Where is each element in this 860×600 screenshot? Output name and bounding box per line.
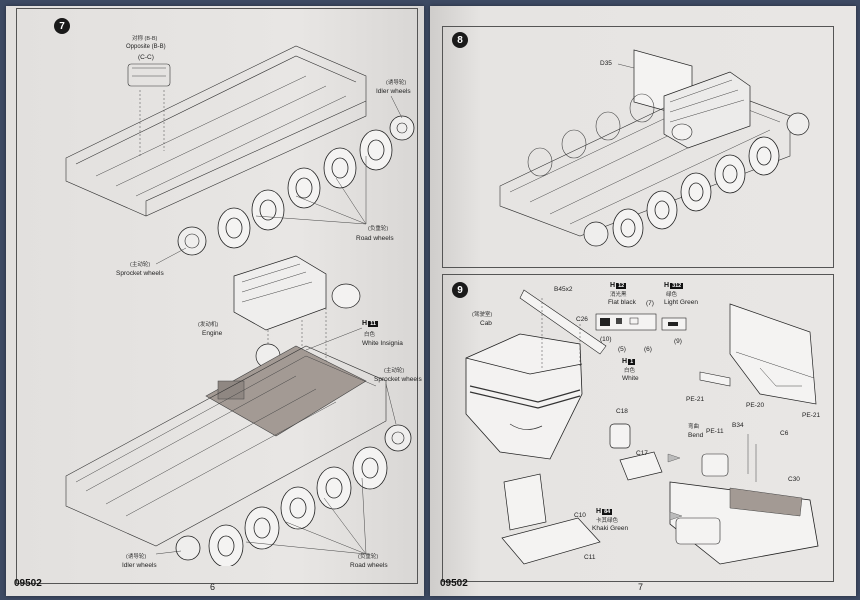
idler-label-cn: (诱导轮) [386, 80, 407, 86]
khaki-green-en: Khaki Green [592, 525, 629, 532]
light-green-en: Light Green [664, 299, 698, 306]
paint-code: H [596, 508, 602, 515]
white-cn: 白色 [624, 368, 636, 374]
b34-label: B34 [732, 422, 744, 429]
idler2-label-en: Idler wheels [122, 562, 157, 569]
c11-label: C11 [584, 554, 596, 561]
paint-number: 312 [670, 282, 684, 289]
pe21-right-label: PE-21 [802, 412, 821, 419]
cab-label-en: Cab [480, 320, 492, 327]
c17-label: C17 [636, 450, 648, 457]
paint-callout-flat-black: H 12 [610, 282, 627, 289]
step-9-frame [442, 274, 834, 582]
step-8-frame [442, 26, 834, 268]
road-wheels-label-en: Road wheels [356, 235, 394, 242]
paint-number: 12 [616, 282, 627, 289]
road-wheels-label-cn: (负重轮) [368, 226, 389, 232]
step8-drawing [499, 49, 810, 248]
b45-label: B45x2 [554, 286, 573, 293]
white-insignia-cn: 白色 [364, 332, 376, 338]
part-d35-label: D35 [600, 60, 612, 67]
sprocket2-label-cn: (主动轮) [384, 368, 405, 374]
paint-callout-white: H 1 [622, 358, 636, 365]
cab-label-cn: (驾驶室) [472, 312, 493, 318]
paint-code: H [362, 320, 368, 327]
white-insignia-en: White Insignia [362, 340, 403, 347]
c30-label: C30 [788, 476, 800, 483]
khaki-green-cn: 卡其绿色 [596, 518, 619, 524]
paint-number: 84 [602, 508, 613, 515]
c18-label: C18 [616, 408, 628, 415]
opposite-label-cc: (C-C) [138, 54, 154, 61]
bend-label-en: Bend [688, 432, 704, 439]
ref-10: (10) [600, 336, 612, 343]
step-7-frame [16, 8, 418, 584]
paint-number: 1 [628, 358, 636, 365]
c10-label: C10 [574, 512, 586, 519]
pe21-left-label: PE-21 [686, 396, 705, 403]
flat-black-cn: 消光黑 [610, 292, 627, 298]
sprocket-label-en: Sprocket wheels [116, 270, 164, 277]
opposite-label-cn: 对称 (B-B) [132, 36, 158, 42]
step-7-badge: 7 [54, 18, 70, 34]
step9-drawing [465, 289, 819, 565]
sprocket-label-cn: (主动轮) [130, 262, 151, 268]
paint-callout-khaki-green: H 84 [596, 508, 613, 515]
engine-label-en: Engine [202, 330, 223, 337]
idler2-label-cn: (诱导轮) [126, 554, 147, 560]
opposite-label-en: Opposite (B-B) [126, 44, 166, 50]
flat-black-en: Flat black [608, 299, 636, 306]
paint-code: H [664, 282, 670, 289]
road2-label-en: Road wheels [350, 562, 388, 569]
chassis-upper-drawing [65, 45, 415, 265]
catalog-code-right: 09502 [440, 578, 468, 589]
engine-label-cn: (发动机) [198, 322, 219, 328]
pe11-label: PE-11 [706, 428, 724, 435]
paint-number: 11 [368, 320, 378, 327]
paint-code: H [610, 282, 616, 289]
chassis-lower-drawing [65, 255, 412, 566]
c26-label: C26 [576, 316, 588, 323]
instruction-page-right: 8 D35 [430, 6, 856, 596]
page-number-left: 6 [210, 582, 216, 592]
ref-6: (6) [644, 346, 652, 353]
catalog-code-left: 09502 [14, 578, 42, 589]
page-number-right: 7 [638, 582, 644, 592]
sprocket2-label-en: Sprocket wheels [374, 376, 422, 383]
light-green-cn: 绿色 [666, 292, 678, 298]
idler-label-en: Idler wheels [376, 88, 411, 95]
instruction-page-left: 7 [6, 6, 424, 596]
paint-callout-light-green: H 312 [664, 282, 684, 289]
paint-code: H [622, 358, 628, 365]
step-8-badge: 8 [452, 32, 468, 48]
ref-9: (9) [674, 338, 682, 345]
bend-label-cn: 弯曲 [688, 424, 700, 430]
white-en: White [622, 375, 639, 382]
c6-label: C6 [780, 430, 789, 437]
road2-label-cn: (负重轮) [358, 554, 379, 560]
step-9-badge: 9 [452, 282, 468, 298]
ref-7: (7) [646, 300, 654, 307]
pe20-label: PE-20 [746, 402, 765, 409]
ref-5: (5) [618, 346, 626, 353]
paint-callout-white-insignia: H 11 [362, 320, 378, 327]
